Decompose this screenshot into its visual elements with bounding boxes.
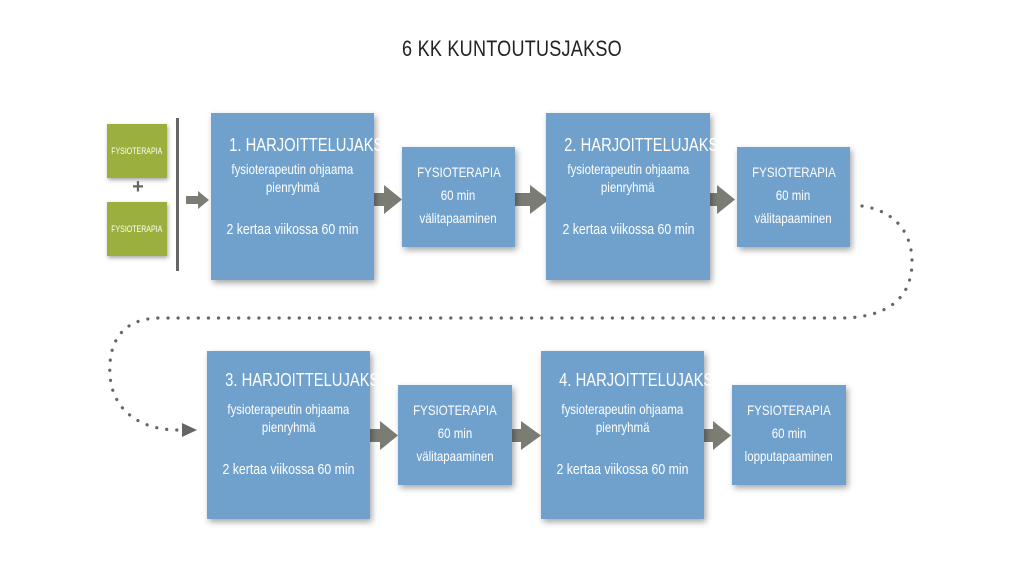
- training-period-2: 2. HARJOITTELUJAKSO fysioterapeutin ohja…: [546, 113, 730, 280]
- session-title: FYSIOTERAPIA: [413, 402, 497, 418]
- session-duration: 60 min: [771, 425, 807, 441]
- session-title: FYSIOTERAPIA: [751, 164, 836, 180]
- session-duration: 60 min: [441, 187, 476, 203]
- physio-session-3: FYSIOTERAPIA 60 min välitapaaminen: [398, 385, 512, 485]
- period-desc-line1: fysioterapeutin ohjaama: [227, 401, 350, 417]
- dotted-connector-arrowhead: [182, 423, 197, 437]
- intro-arrow: [186, 191, 209, 209]
- session-duration: 60 min: [437, 425, 473, 441]
- arrow-row1-2: [513, 185, 549, 214]
- physio-session-1: FYSIOTERAPIA 60 min välitapaaminen: [402, 147, 515, 247]
- period-desc-line2: pienryhmä: [261, 419, 316, 435]
- period-desc-line2: pienryhmä: [595, 419, 650, 435]
- page-title: 6 KK KUNTOUTUSJAKSO: [402, 36, 622, 61]
- session-title: FYSIOTERAPIA: [747, 402, 831, 418]
- period-desc-line2: pienryhmä: [601, 179, 655, 195]
- session-type: välitapaaminen: [416, 448, 494, 464]
- period-heading: 1. HARJOITTELUJAKSO: [229, 135, 395, 155]
- period-desc-line1: fysioterapeutin ohjaama: [561, 401, 684, 417]
- period-frequency: 2 kertaa viikossa 60 min: [226, 221, 359, 238]
- physio-final-session: FYSIOTERAPIA 60 min lopputapaaminen: [732, 385, 846, 485]
- period-desc-line2: pienryhmä: [265, 179, 320, 195]
- intro-physio-box-top: FYSIOTERAPIA: [107, 124, 167, 178]
- dotted-connector: [108, 204, 914, 432]
- session-type: välitapaaminen: [419, 210, 498, 226]
- training-period-1: 1. HARJOITTELUJAKSO fysioterapeutin ohja…: [211, 113, 395, 280]
- period-desc-line1: fysioterapeutin ohjaama: [231, 161, 354, 177]
- period-heading: 4. HARJOITTELUJAKSO: [559, 370, 725, 390]
- period-desc-line1: fysioterapeutin ohjaama: [567, 161, 689, 177]
- session-duration: 60 min: [776, 187, 811, 203]
- period-heading: 2. HARJOITTELUJAKSO: [564, 135, 730, 155]
- session-type: lopputapaaminen: [744, 448, 834, 464]
- training-period-3: 3. HARJOITTELUJAKSO fysioterapeutin ohja…: [207, 351, 391, 519]
- intro-physio-box-bottom: FYSIOTERAPIA: [107, 202, 167, 256]
- bracket-divider: [176, 118, 179, 271]
- physio-session-2: FYSIOTERAPIA 60 min välitapaaminen: [737, 147, 850, 247]
- period-frequency: 2 kertaa viikossa 60 min: [222, 461, 355, 478]
- period-heading: 3. HARJOITTELUJAKSO: [225, 370, 391, 390]
- period-frequency: 2 kertaa viikossa 60 min: [556, 461, 689, 478]
- intro-physio-top-label: FYSIOTERAPIA: [111, 146, 163, 156]
- training-period-4: 4. HARJOITTELUJAKSO fysioterapeutin ohja…: [541, 351, 725, 519]
- session-title: FYSIOTERAPIA: [416, 164, 501, 180]
- plus-sign: +: [132, 176, 144, 198]
- session-type: välitapaaminen: [754, 210, 833, 226]
- period-frequency: 2 kertaa viikossa 60 min: [562, 221, 694, 238]
- intro-physio-bottom-label: FYSIOTERAPIA: [111, 224, 163, 234]
